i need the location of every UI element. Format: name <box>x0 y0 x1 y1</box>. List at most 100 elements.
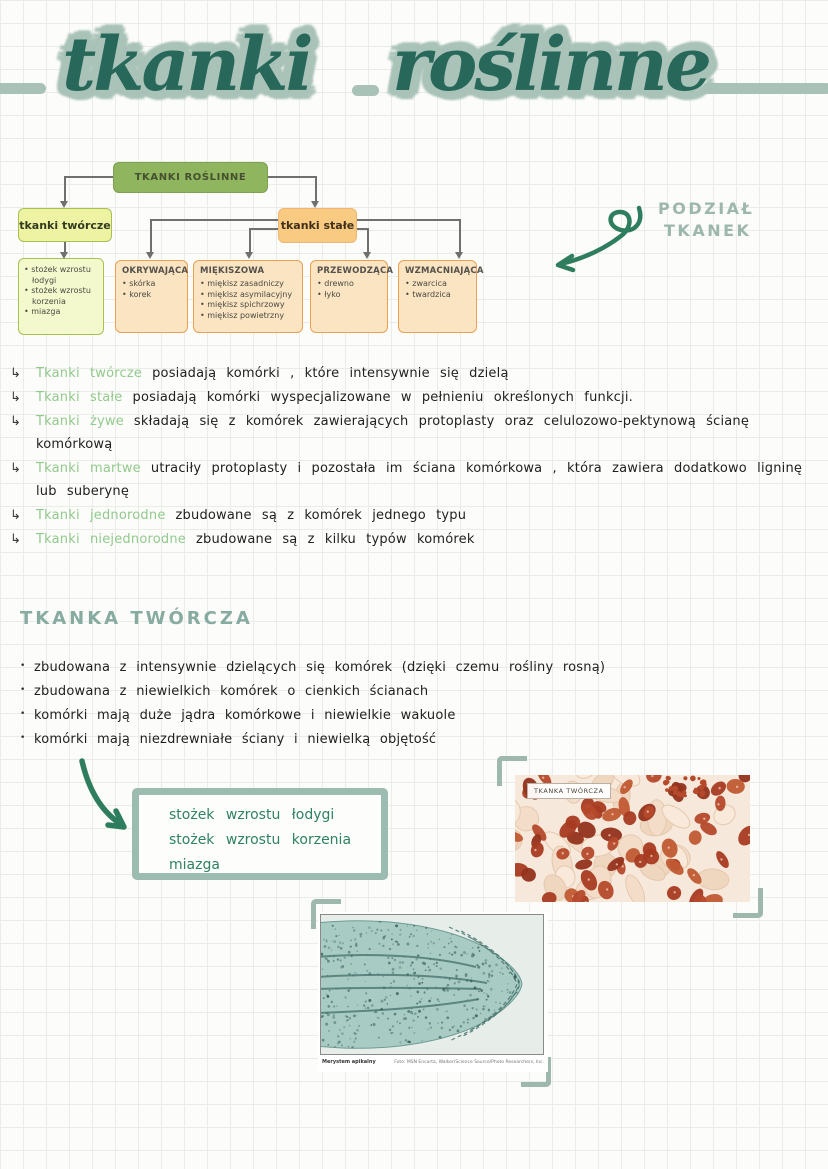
note-term: Tkanki martwe <box>36 461 141 476</box>
return-arrow-icon: ↳ <box>10 414 22 429</box>
note-text: utraciły protoplasty i pozostała im ścia… <box>36 461 803 499</box>
bullet-item: komórki mają niezdrewniałe ściany i niew… <box>18 726 758 752</box>
podzial-line1: PODZIAŁ <box>658 199 755 218</box>
root-tip-figure: Merystem apikalny Foto: MSN Encarta, Wal… <box>318 912 548 1072</box>
flowchart-root-label: TKANKI ROŚLINNE <box>134 172 247 183</box>
note-item: ↳ Tkanki twórcze posiadają komórki , któr… <box>10 362 805 385</box>
flowchart-tworcze-label: tkanki twórcze <box>19 218 111 232</box>
corner-bracket-icon <box>311 899 341 929</box>
connector-line <box>367 228 369 253</box>
connector-line <box>357 228 369 230</box>
connector-arrowhead <box>60 201 68 208</box>
return-arrow-icon: ↳ <box>10 366 22 381</box>
return-arrow-icon: ↳ <box>10 390 22 405</box>
figure-caption: Merystem apikalny Foto: MSN Encarta, Wal… <box>320 1055 546 1068</box>
connector-line <box>64 176 66 202</box>
list-item: miękisz zasadniczy <box>200 279 296 290</box>
box-title: OKRYWAJĄCA <box>122 266 189 276</box>
podzial-line2: TKANEK <box>664 221 752 240</box>
title-word-tkanki: tkanki <box>62 22 314 108</box>
note-term: Tkanki żywe <box>36 414 124 429</box>
title-dash-left <box>0 83 46 94</box>
note-text: posiadają komórki wyspecjalizowane w peł… <box>132 390 633 405</box>
note-text: zbudowane są z kilku typów komórek <box>195 532 475 547</box>
notes-list: ↳ Tkanki twórcze posiadają komórki , któr… <box>10 362 805 552</box>
flowchart-tworcze-box: tkanki twórcze <box>18 208 112 242</box>
connector-line <box>150 219 152 253</box>
note-item: ↳ Tkanki jednorodne zbudowane są z komóre… <box>10 504 805 527</box>
box-line: stożek wzrostu łodygi <box>169 807 335 823</box>
flowchart-stale-box: tkanki stałe <box>278 208 357 243</box>
list-item: twardzica <box>405 290 470 301</box>
box-title: WZMACNIAJĄCA <box>405 266 484 276</box>
return-arrow-icon: ↳ <box>10 508 22 523</box>
connector-arrowhead <box>455 252 463 259</box>
section-bullet-list: zbudowana z intensywnie dzielących się k… <box>18 654 758 752</box>
flowchart-root-box: TKANKI ROŚLINNE <box>113 162 268 193</box>
curly-arrow-icon <box>555 205 643 273</box>
caption-credit: Foto: MSN Encarta, Walker/Science Source… <box>394 1059 544 1065</box>
section-heading: TKANKA TWÓRCZA <box>20 608 253 629</box>
flowchart-tworcze-items-box: stożek wzrostu łodygi stożek wzrostu kor… <box>18 258 104 335</box>
connector-line <box>64 242 66 253</box>
flowchart-miekiszowa-box: MIĘKISZOWA miękisz zasadniczy miękisz as… <box>193 260 303 333</box>
flowchart-przewodzaca-box: PRZEWODZĄCA drewno łyko <box>310 260 394 333</box>
flowchart-stale-label: tkanki stałe <box>280 219 355 232</box>
note-term: Tkanki niejednorodne <box>36 532 186 547</box>
connector-line <box>268 176 316 178</box>
note-item: ↳ Tkanki niejednorodne zbudowane są z kil… <box>10 528 805 551</box>
return-arrow-icon: ↳ <box>10 461 22 476</box>
title-dash-right <box>702 83 828 94</box>
note-text: posiadają komórki , które intensywnie si… <box>152 366 509 381</box>
connector-line <box>315 176 317 202</box>
curved-arrow-icon <box>79 758 127 830</box>
connector-line <box>357 219 461 221</box>
note-term: Tkanki twórcze <box>36 366 143 381</box>
corner-bracket-icon <box>521 1057 551 1087</box>
connector-arrowhead <box>311 201 319 208</box>
note-term: Tkanki jednorodne <box>36 508 166 523</box>
list-item: miękisz spichrzowy <box>200 300 296 311</box>
corner-bracket-icon <box>733 888 763 918</box>
note-text: składają się z komórek zawierających pro… <box>36 414 750 452</box>
meristem-cells-image: TKANKA TWÓRCZA <box>515 775 750 902</box>
connector-line <box>249 228 278 230</box>
highlight-box: stożek wzrostu łodygi stożek wzrostu kor… <box>132 788 388 880</box>
list-item: drewno <box>317 279 381 290</box>
flowchart-wzmacniajaca-box: WZMACNIAJĄCA zwarcica twardzica <box>398 260 484 333</box>
list-item: korek <box>122 290 181 301</box>
connector-arrowhead <box>146 252 154 259</box>
corner-bracket-icon <box>497 756 527 786</box>
root-tip-image <box>320 914 544 1055</box>
box-line: miazga <box>169 857 220 873</box>
bullet-item: zbudowana z niewielkich komórek o cienki… <box>18 678 758 704</box>
image-label: TKANKA TWÓRCZA <box>527 783 611 799</box>
connector-line <box>150 219 278 221</box>
box-line: stożek wzrostu korzenia <box>169 832 352 848</box>
connector-arrowhead <box>60 252 68 259</box>
list-item: zwarcica <box>405 279 470 290</box>
title-dash-mid <box>352 85 379 96</box>
box-title: MIĘKISZOWA <box>200 266 265 276</box>
note-text: zbudowane są z komórek jednego typu <box>175 508 467 523</box>
list-item: łyko <box>317 290 381 301</box>
title-word-roslinne: roślinne <box>392 22 712 108</box>
bullet-item: komórki mają duże jądra komórkowe i niew… <box>18 702 758 728</box>
list-item: stożek wzrostu korzenia <box>24 286 98 307</box>
list-item: miękisz asymilacyjny <box>200 290 296 301</box>
connector-line <box>249 228 251 253</box>
connector-line <box>459 219 461 253</box>
return-arrow-icon: ↳ <box>10 532 22 547</box>
connector-arrowhead <box>363 252 371 259</box>
connector-arrowhead <box>245 252 253 259</box>
list-item: miazga <box>24 307 98 318</box>
box-title: PRZEWODZĄCA <box>317 266 394 276</box>
podzial-tkanek-label: PODZIAŁ TKANEK <box>658 198 754 242</box>
list-item: stożek wzrostu łodygi <box>24 265 98 286</box>
connector-line <box>64 176 113 178</box>
list-item: miękisz powietrzny <box>200 311 296 322</box>
